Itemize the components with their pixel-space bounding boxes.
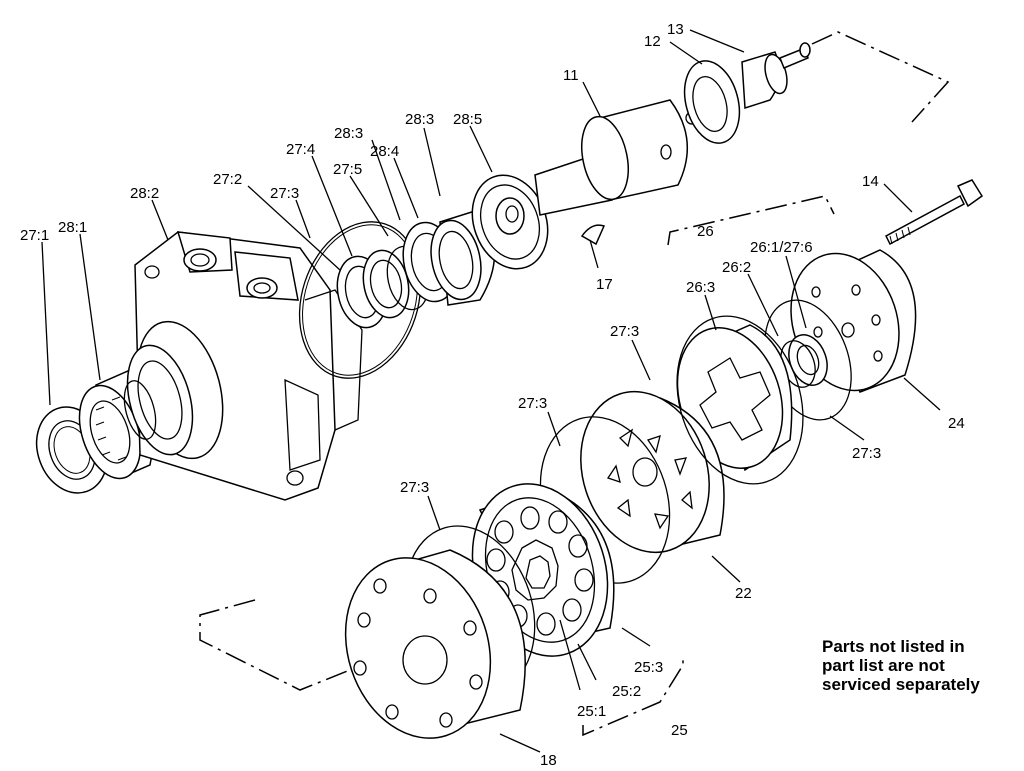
leader-lines [41,29,941,753]
o-ring-27-3-top [298,221,422,379]
label-18: 18 [540,752,557,769]
end-cap-24 [790,249,917,393]
end-cover-18 [344,549,526,739]
key-17 [580,224,606,246]
label-14: 14 [862,173,879,190]
label-27-3d: 27:3 [400,479,429,496]
label-26-1: 26:1/27:6 [750,239,813,256]
rings-27-2-to-28-4 [336,209,496,329]
label-27-3b: 27:3 [610,323,639,340]
drive-12-13 [683,42,811,144]
label-27-3c: 27:3 [518,395,547,412]
label-25-3: 25:3 [634,659,663,676]
bolt-14 [885,179,984,246]
label-28-3a: 28:3 [334,125,363,142]
label-28-2: 28:2 [130,185,159,202]
label-27-4: 27:4 [286,141,315,158]
label-17: 17 [596,276,613,293]
label-25: 25 [671,722,688,739]
label-28-3b: 28:3 [405,111,434,128]
label-22: 22 [735,585,752,602]
label-27-5: 27:5 [333,161,362,178]
label-24: 24 [948,415,965,432]
label-25-1: 25:1 [577,703,606,720]
label-26-3: 26:3 [686,279,715,296]
label-28-1: 28:1 [58,219,87,236]
label-27-3e: 27:3 [852,445,881,462]
housing-28-2 [123,231,363,501]
service-note-line-1: Parts not listed in [822,637,965,656]
label-27-2: 27:2 [213,171,242,188]
part-labels: 27:1 28:1 28:2 27:2 27:3 27:4 27:5 28:3 … [20,21,965,769]
service-note: Parts not listed in part list are not se… [822,637,1022,694]
label-26: 26 [697,223,714,240]
label-11: 11 [563,67,579,84]
label-12: 12 [644,33,661,50]
alignment-lines [199,31,950,737]
service-note-line-2: part list are not [822,656,945,675]
service-note-line-3: serviced separately [822,675,980,694]
label-28-4: 28:4 [370,143,399,160]
shaft-11 [534,99,699,216]
label-27-3a: 27:3 [270,185,299,202]
label-27-1: 27:1 [20,227,49,244]
label-13: 13 [667,21,684,38]
label-26-2: 26:2 [722,259,751,276]
o-ring-27-3-right [676,315,804,485]
label-25-2: 25:2 [612,683,641,700]
label-28-5: 28:5 [453,111,482,128]
